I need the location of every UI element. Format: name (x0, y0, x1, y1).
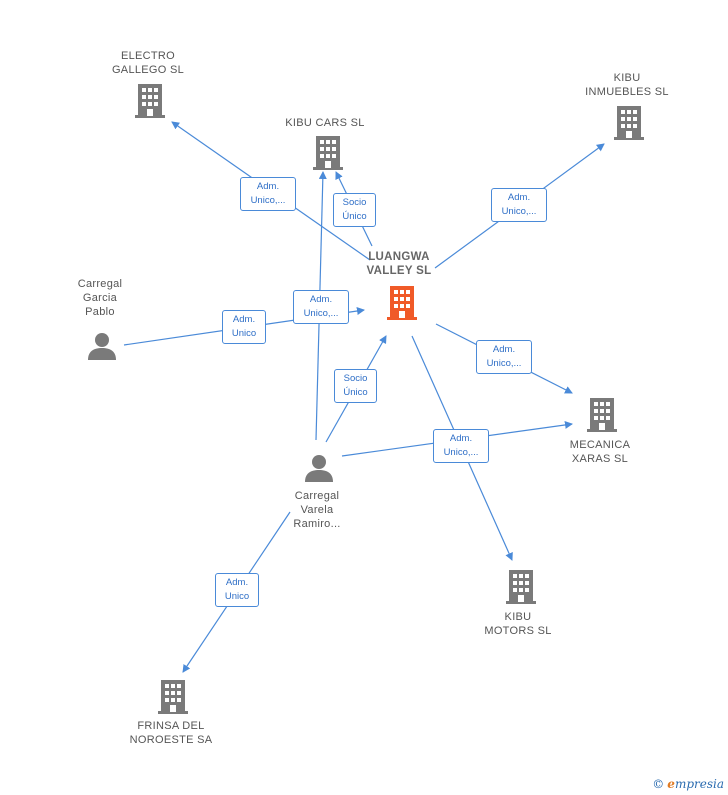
node-label-luangwa-valley[interactable]: LUANGWA VALLEY SL (366, 251, 432, 277)
copyright-footer: ©empresia (652, 777, 724, 791)
node-label-electro-gallego[interactable]: ELECTRO GALLEGO SL (111, 50, 185, 76)
edge-label[interactable]: Adm. Unico (222, 310, 266, 344)
building-icon[interactable] (506, 570, 536, 604)
brand-initial: e (667, 777, 675, 791)
building-icon[interactable] (135, 84, 165, 118)
edge-label[interactable]: Adm. Unico,... (293, 290, 349, 324)
node-label-frinsa[interactable]: FRINSA DEL NOROESTE SA (129, 720, 213, 746)
edge-label[interactable]: Adm. Unico,... (476, 340, 532, 374)
person-icon[interactable] (304, 454, 334, 482)
node-label-kibu-cars[interactable]: KIBU CARS SL (285, 117, 365, 129)
building-icon[interactable] (614, 106, 644, 140)
node-label-kibu-inmuebles[interactable]: KIBU INMUEBLES SL (585, 72, 669, 98)
building-icon[interactable] (313, 136, 343, 170)
copyright-icon: © (652, 777, 665, 791)
edge-label[interactable]: Adm. Unico (215, 573, 259, 607)
node-label-carregal-ramiro[interactable]: Carregal Varela Ramiro... (293, 490, 341, 530)
building-icon[interactable] (158, 680, 188, 714)
person-icon[interactable] (87, 332, 117, 360)
edge-label[interactable]: Socio Único (333, 193, 376, 227)
building-icon[interactable] (587, 398, 617, 432)
node-label-carregal-pablo[interactable]: Carregal Garcia Pablo (77, 278, 123, 318)
edge-label[interactable]: Socio Único (334, 369, 377, 403)
edge-label[interactable]: Adm. Unico,... (240, 177, 296, 211)
building-icon-highlighted[interactable] (387, 286, 417, 320)
brand-name: mpresia (674, 777, 724, 791)
edge-label[interactable]: Adm. Unico,... (433, 429, 489, 463)
node-label-mecanica-xaras[interactable]: MECANICA XARAS SL (569, 439, 631, 465)
node-label-kibu-motors[interactable]: KIBU MOTORS SL (484, 611, 552, 637)
edge-label[interactable]: Adm. Unico,... (491, 188, 547, 222)
